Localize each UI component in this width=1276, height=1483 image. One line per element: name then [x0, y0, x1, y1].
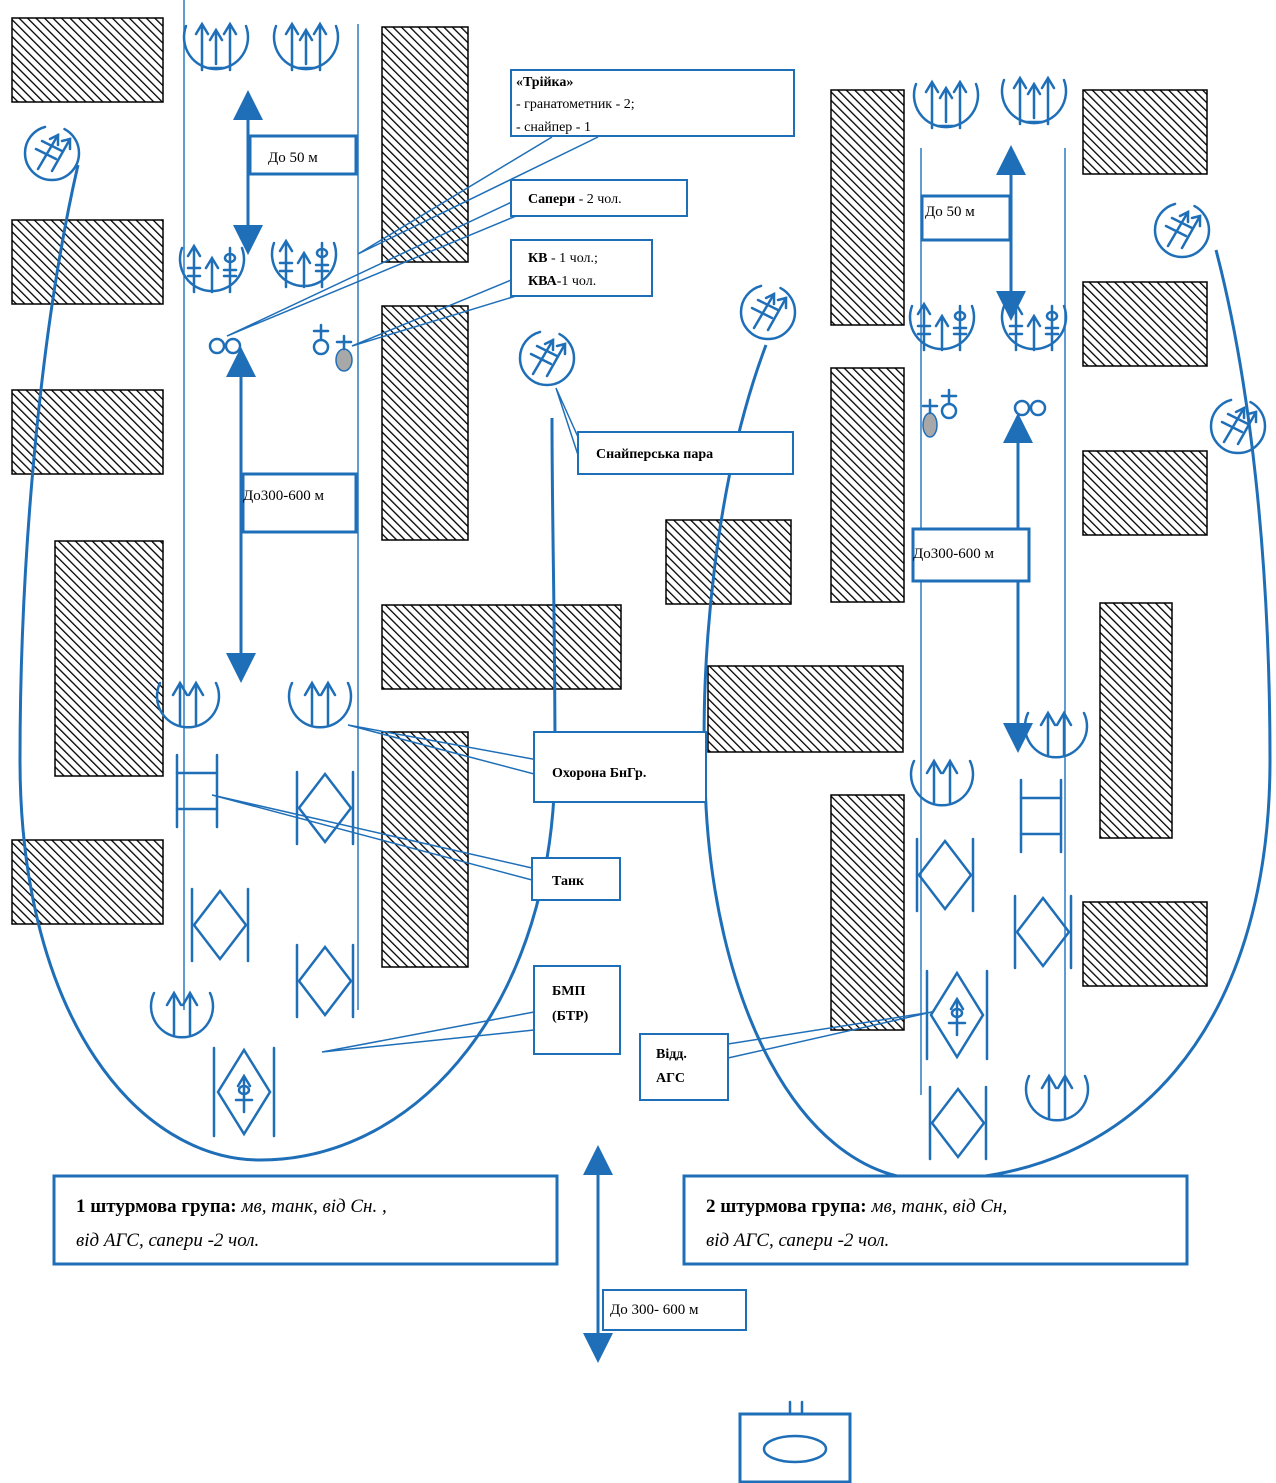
distance-label-between: До 300- 600 м — [602, 1289, 747, 1331]
svg-text:Танк: Танк — [552, 874, 585, 889]
tank-icon — [175, 753, 219, 829]
svg-text:1 штурмова група: мв, танк, ві: 1 штурмова група: мв, танк, від Сн. , — [76, 1196, 387, 1217]
bmp-icon — [1013, 894, 1073, 970]
buildings-right — [665, 89, 1208, 1031]
callout-tank: Танк — [211, 794, 621, 901]
tank-icon — [1019, 778, 1063, 854]
group1-description: 1 штурмова група: мв, танк, від Сн. , ві… — [52, 1174, 559, 1266]
grenadier-squad-icon — [270, 239, 338, 289]
commander-icon — [921, 388, 958, 438]
security-icon — [287, 681, 353, 729]
bmp-icon — [295, 943, 355, 1019]
svg-text:від АГС, сапери -2 чол.: від АГС, сапери -2 чол. — [706, 1230, 889, 1251]
ags-icon — [925, 969, 989, 1061]
svg-text:До 300- 600 м: До 300- 600 м — [610, 1302, 699, 1318]
infantry-squad-icon — [182, 22, 250, 72]
infantry-squad-icon — [1000, 76, 1068, 126]
distance-label-g2-far: До300-600 м — [911, 527, 1031, 583]
distance-label-g1-far: До300-600 м — [241, 472, 358, 534]
svg-text:Відд.: Відд. — [656, 1047, 687, 1062]
svg-text:Охорона БнГр.: Охорона БнГр. — [552, 766, 646, 781]
grenadier-squad-icon — [908, 302, 976, 352]
svg-text:БМП: БМП — [552, 984, 585, 999]
svg-text:Снайперська пара: Снайперська пара — [596, 447, 713, 462]
commander-icon — [312, 323, 353, 372]
group2-description: 2 штурмова група: мв, танк, від Сн, від … — [682, 1174, 1189, 1266]
sniper-icon — [1153, 201, 1211, 259]
buildings-left — [11, 17, 622, 968]
callout-okhorona: Охорона БнГр. — [347, 724, 707, 803]
sniper-icon — [1209, 397, 1267, 455]
infantry-squad-icon — [912, 80, 980, 130]
security-icon — [1023, 711, 1089, 759]
grenadier-squad-icon — [178, 244, 246, 294]
group1-boundary — [18, 164, 557, 1162]
callout-kv: КВ - 1 чол.; КВА-1 чол. — [351, 239, 653, 347]
bmp-icon — [928, 1085, 988, 1161]
ags-icon — [212, 1046, 276, 1138]
bmp-icon — [915, 837, 975, 913]
svg-text:(БТР): (БТР) — [552, 1009, 589, 1024]
sapper-icon — [208, 337, 242, 355]
svg-text:Сапери - 2 чол.: Сапери - 2 чол. — [528, 192, 622, 207]
distance-arrows — [226, 90, 1033, 1363]
svg-text:2 штурмова група: мв, танк, ві: 2 штурмова група: мв, танк, від Сн, — [706, 1196, 1007, 1217]
bmp-icon — [190, 887, 250, 963]
callout-sapery: Сапери - 2 чол. — [226, 179, 688, 337]
infantry-squad-icon — [272, 22, 340, 72]
svg-text:КВА-1 чол.: КВА-1 чол. — [528, 274, 596, 289]
svg-text:- снайпер - 1: - снайпер - 1 — [516, 120, 591, 135]
command-post-icon — [738, 1400, 852, 1483]
svg-text:КВ - 1 чол.;: КВ - 1 чол.; — [528, 251, 598, 266]
security-icon — [149, 991, 215, 1039]
svg-text:«Трійка»: «Трійка» — [516, 75, 573, 90]
svg-text:До 50 м: До 50 м — [268, 150, 318, 166]
sniper-icon — [518, 329, 576, 387]
svg-text:- гранатометник - 2;: - гранатометник - 2; — [516, 97, 635, 112]
callout-triyka: «Трійка» - гранатометник - 2; - снайпер … — [357, 69, 795, 255]
callout-ags: Відд. АГС — [639, 1011, 933, 1101]
svg-text:До300-600 м: До300-600 м — [243, 488, 324, 504]
sniper-icon — [23, 124, 81, 182]
svg-text:АГС: АГС — [656, 1071, 685, 1086]
callout-bmp: БМП (БТР) — [321, 965, 621, 1055]
sapper-icon — [1013, 399, 1047, 417]
svg-text:До 50 м: До 50 м — [925, 204, 975, 220]
distance-label-g2-near: До 50 м — [920, 194, 1012, 242]
sniper-icon — [739, 283, 797, 341]
svg-text:від АГС, сапери -2 чол.: від АГС, сапери -2 чол. — [76, 1230, 259, 1251]
bmp-icon — [295, 770, 355, 846]
callout-sniper-pair: Снайперська пара — [555, 387, 794, 475]
svg-text:До300-600 м: До300-600 м — [913, 546, 994, 562]
security-icon — [155, 681, 221, 729]
security-icon — [1024, 1074, 1090, 1122]
grenadier-squad-icon — [1000, 302, 1068, 352]
distance-label-g1-near: До 50 м — [248, 134, 358, 176]
